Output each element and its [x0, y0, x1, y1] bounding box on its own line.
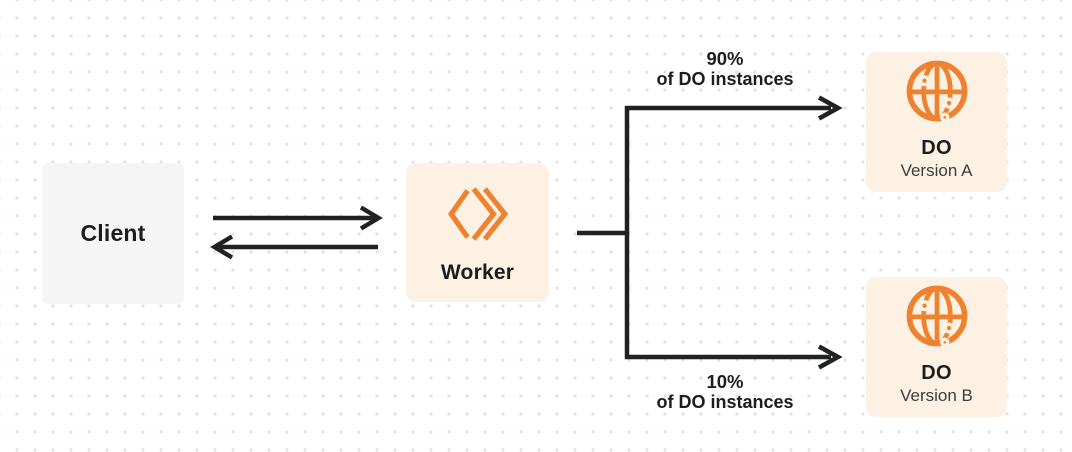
- branch-top-caption: of DO instances: [656, 69, 794, 89]
- do-version-a-subtitle: Version A: [900, 161, 973, 180]
- branch-split-line: [624, 105, 831, 360]
- durable-object-globe-icon: [906, 60, 967, 122]
- branch-bottom-label: 10% of DO instances: [630, 371, 820, 413]
- branch-top-label: 90% of DO instances: [630, 48, 820, 90]
- cloudflare-workers-icon: [447, 187, 508, 241]
- branch-bottom-percent: 10%: [706, 371, 744, 392]
- client-node-label: Client: [80, 220, 146, 246]
- worker-to-client-arrowhead: [210, 234, 234, 260]
- branch-bottom-caption: of DO instances: [656, 392, 794, 412]
- worker-node: Worker: [406, 163, 549, 302]
- branch-top-percent: 90%: [706, 48, 744, 69]
- do-version-b-subtitle: Version B: [900, 386, 973, 405]
- worker-node-label: Worker: [440, 261, 515, 284]
- branch-arrowhead-bottom: [817, 344, 843, 370]
- client-to-worker-arrowhead: [359, 205, 383, 231]
- durable-object-globe-icon: [906, 285, 967, 347]
- do-version-a-title: DO: [921, 137, 952, 159]
- client-node: Client: [42, 163, 184, 304]
- do-version-b-title: DO: [921, 362, 952, 384]
- do-version-b-node: DO Version B: [866, 277, 1007, 417]
- branch-arrowhead-top: [817, 95, 843, 121]
- do-version-a-node: DO Version A: [866, 52, 1007, 192]
